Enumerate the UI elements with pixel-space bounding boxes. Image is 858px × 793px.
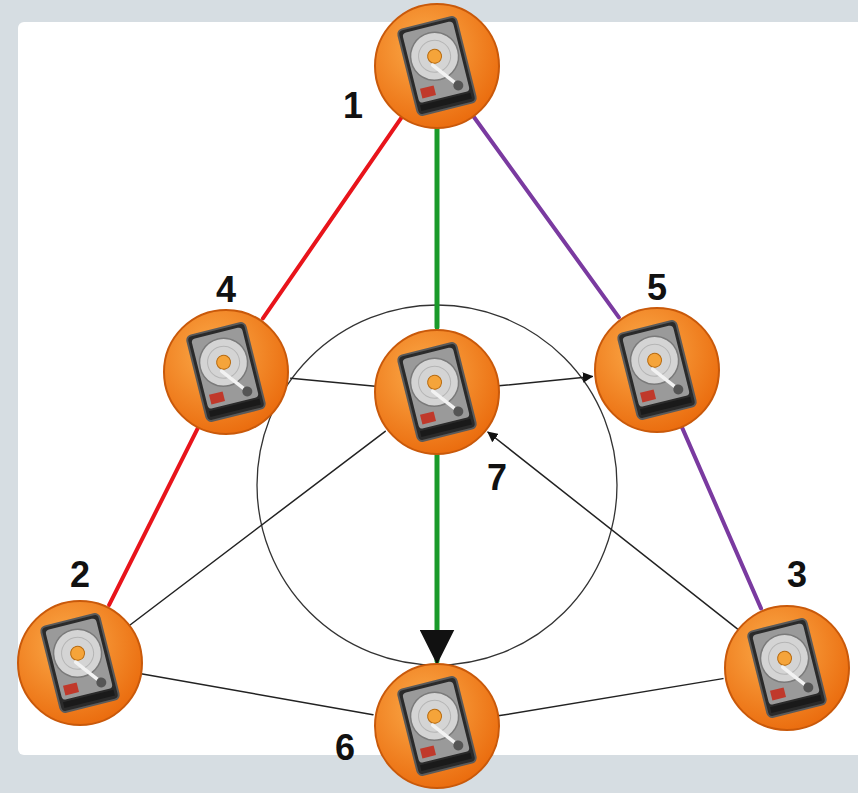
connector-line — [109, 427, 198, 604]
connector-line — [435, 454, 440, 661]
disk-node: 4 — [162, 308, 290, 436]
hard-drive-icon — [16, 599, 144, 727]
inscribed-circle — [257, 305, 617, 665]
disk-node: 5 — [593, 306, 721, 434]
connector-line — [682, 427, 761, 609]
node-number: 7 — [487, 460, 507, 496]
node-number: 5 — [647, 270, 667, 306]
connector-line — [435, 128, 440, 327]
hard-drive-icon — [162, 308, 290, 436]
disk-node: 3 — [723, 604, 851, 732]
connector-line — [488, 432, 738, 629]
disk-node: 2 — [16, 599, 144, 727]
hard-drive-icon — [373, 662, 501, 790]
hard-drive-icon — [593, 306, 721, 434]
connector-line — [499, 376, 593, 385]
disk-node: 7 — [373, 328, 501, 456]
hard-drive-icon — [723, 604, 851, 732]
connector-line — [263, 117, 402, 318]
connector-line — [473, 116, 619, 317]
connector-line — [291, 378, 376, 386]
connector-line — [129, 431, 385, 625]
node-number: 4 — [216, 272, 236, 308]
disk-node: 6 — [373, 662, 501, 790]
node-number: 6 — [335, 730, 355, 766]
connector-line — [498, 679, 723, 716]
hard-drive-icon — [373, 2, 501, 130]
disk-node: 1 — [373, 2, 501, 130]
node-number: 1 — [343, 88, 363, 124]
node-number: 3 — [787, 557, 807, 593]
connector-line — [141, 674, 373, 715]
node-number: 2 — [70, 557, 90, 593]
hard-drive-icon — [373, 328, 501, 456]
